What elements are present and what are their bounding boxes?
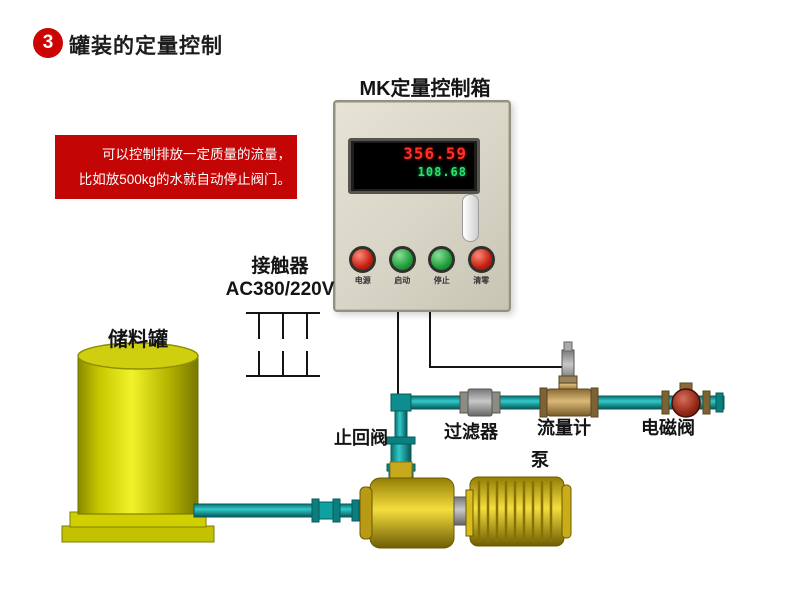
page-title: 罐装的定量控制	[69, 35, 223, 58]
start-button-cap	[388, 246, 416, 273]
note-line-2: 比如放500kg的水就自动停止阀门。	[78, 172, 291, 187]
display-screen: 356.59 108.68	[354, 143, 474, 189]
contactor-label: 接触器	[251, 256, 309, 277]
start-button: 启动	[384, 246, 420, 286]
display-pv-value: 356.59	[403, 144, 467, 163]
solenoid-valve-label: 电磁阀	[641, 418, 695, 438]
power-button-label: 电源	[354, 276, 371, 285]
note-box: 可以控制排放一定质量的流量， 比如放500kg的水就自动停止阀门。	[55, 135, 297, 199]
pump-body-graphic	[465, 476, 572, 547]
pump-label: 泵	[531, 450, 549, 470]
contactor-label-block: 接触器 AC380/220V	[200, 255, 360, 301]
pipe-coupling	[311, 498, 341, 523]
tank-label: 储料罐	[108, 329, 168, 351]
stop-button-cap	[428, 246, 456, 273]
pump-motor-graphic	[359, 461, 471, 549]
stop-button: 停止	[424, 246, 460, 286]
suction-pipe	[193, 498, 379, 523]
display-sv-value: 108.68	[417, 165, 467, 179]
storage-tank-graphic	[61, 342, 215, 543]
contactor-rating: AC380/220V	[225, 279, 335, 300]
note-line-1: 可以控制排放一定质量的流量，	[102, 147, 291, 162]
flow-meter-graphic	[539, 341, 599, 418]
door-handle	[462, 194, 479, 242]
wire-to-flow-meter	[429, 312, 566, 368]
button-row: 电源 启动 停止 清零	[335, 246, 509, 286]
controller-display: 356.59 108.68	[348, 138, 480, 194]
stop-button-label: 停止	[433, 276, 450, 285]
contactor-symbol	[246, 312, 320, 377]
check-valve-label: 止回阀	[334, 428, 388, 448]
step-number-badge: 3	[33, 28, 63, 58]
reset-button-label: 清零	[473, 276, 490, 285]
filter-label: 过滤器	[444, 422, 498, 442]
reset-button-cap	[467, 246, 495, 273]
flow-meter-label: 流量计	[537, 418, 591, 438]
reset-button: 清零	[463, 246, 499, 286]
filter-graphic	[459, 388, 501, 417]
start-button-label: 启动	[394, 276, 411, 285]
power-button-cap	[349, 246, 377, 273]
control-box: 356.59 108.68 电源 启动 停止 清零	[333, 100, 511, 312]
control-box-title: MK定量控制箱	[359, 78, 491, 100]
power-button: 电源	[345, 246, 381, 286]
solenoid-valve-graphic	[661, 382, 711, 418]
